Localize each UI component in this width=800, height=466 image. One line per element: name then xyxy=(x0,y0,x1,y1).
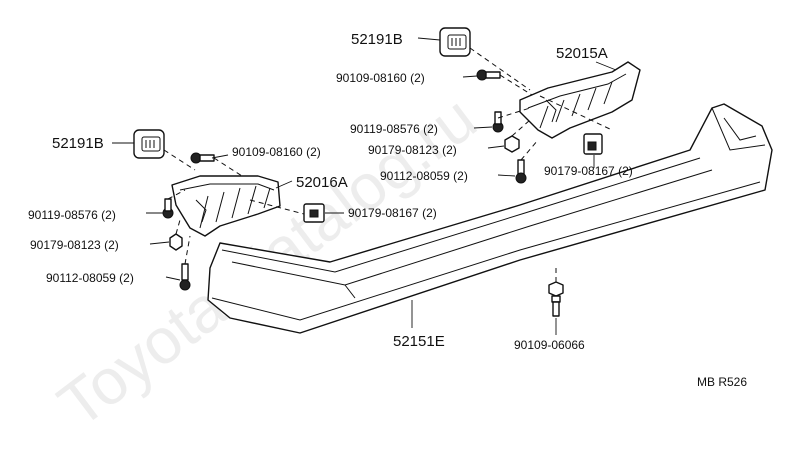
bolt-90109-06066 xyxy=(548,281,564,317)
bolt-90112-08059-top xyxy=(515,159,527,184)
clip-90179-08167-right xyxy=(583,133,603,155)
label-52191B-top: 52191B xyxy=(351,31,403,48)
label-52191B-left: 52191B xyxy=(52,135,104,152)
label-52015A: 52015A xyxy=(556,45,608,62)
label-90109-06066: 90109-06066 xyxy=(514,338,585,352)
label-90119-08576-left: 90119-08576 (2) xyxy=(28,208,116,222)
label-90179-08167-mid: 90179-08167 (2) xyxy=(348,206,437,220)
part-labels: 52191B 52191B 52015A 52016A 52151E 90109… xyxy=(28,31,747,389)
clip-90179-08167-left xyxy=(303,203,325,223)
screw-90109-08160-top xyxy=(476,69,501,81)
screw-90109-08160-left xyxy=(190,152,215,164)
label-90109-08160-left: 90109-08160 (2) xyxy=(232,145,321,159)
label-90179-08167-right: 90179-08167 (2) xyxy=(544,164,633,178)
label-90112-08059-top: 90112-08059 (2) xyxy=(380,169,468,183)
label-90179-08123-top: 90179-08123 (2) xyxy=(368,143,457,157)
cap-52191B-left xyxy=(133,129,165,159)
screw-90119-08576-top xyxy=(492,111,504,133)
label-90119-08576-top: 90119-08576 (2) xyxy=(350,122,438,136)
bumper-cover-52151E xyxy=(207,103,773,334)
label-90179-08123-left: 90179-08123 (2) xyxy=(30,238,119,252)
assembly-lines xyxy=(163,47,613,282)
label-52151E: 52151E xyxy=(393,333,445,350)
label-90109-08160-top: 90109-08160 (2) xyxy=(336,71,425,85)
bracket-52015A xyxy=(519,61,641,139)
label-52016A: 52016A xyxy=(296,174,348,191)
nut-90179-08123-top xyxy=(504,135,520,153)
cap-52191B-top xyxy=(439,27,471,57)
label-90112-08059-left: 90112-08059 (2) xyxy=(46,271,134,285)
bolt-90112-08059-left xyxy=(179,263,191,291)
bracket-52016A xyxy=(171,175,281,237)
leader-lines xyxy=(112,37,617,335)
diagram-code: MB R526 xyxy=(697,375,747,389)
screw-90119-08576-left xyxy=(162,198,174,219)
nut-90179-08123-left xyxy=(169,233,183,251)
